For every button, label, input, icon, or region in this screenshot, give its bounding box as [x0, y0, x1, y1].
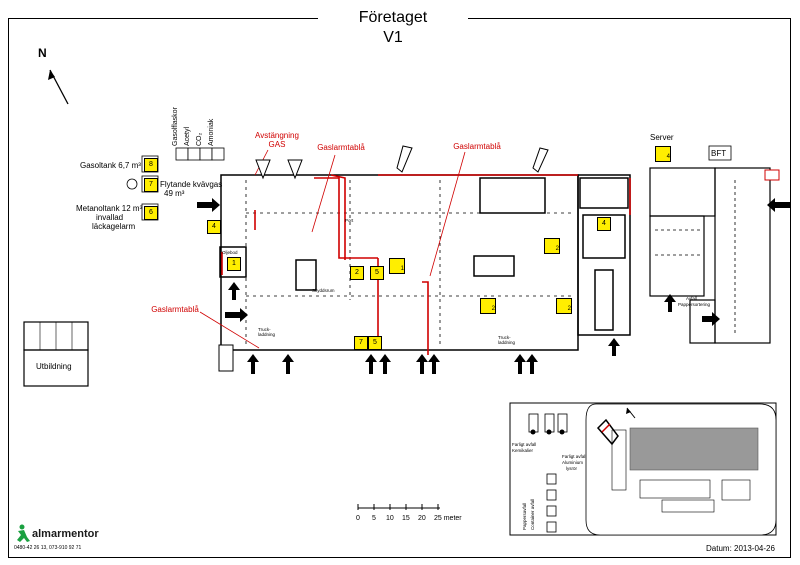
bft-box: [708, 145, 732, 161]
legend-col-label: CO₂: [196, 132, 203, 146]
key-box-icon: [764, 169, 780, 181]
brand-phone: 0480-42 26 13, 073-910 92 71: [14, 545, 82, 551]
main-building: [219, 174, 631, 351]
warning-marker-icon: 5: [370, 266, 384, 280]
north-label: N: [38, 46, 47, 60]
scale-tick: 15: [402, 515, 410, 522]
scale-tick: 0: [356, 515, 360, 522]
legend-metanol-2: invallad: [96, 213, 124, 222]
warning-marker-icon: 8: [144, 158, 158, 172]
inset-label: Kemikalier: [512, 448, 534, 453]
legend-col-label: Gasolflaskor: [172, 107, 179, 146]
scale-tick: 25 meter: [434, 515, 462, 522]
inset-label: Pappersavfall: [522, 502, 527, 530]
scale-tick: 10: [386, 515, 394, 522]
bft-label: BFT: [711, 149, 727, 158]
inset-label: Farligt avfall: [512, 442, 537, 447]
brand-name: almarmentor: [32, 528, 99, 540]
page-subtitle: V1: [383, 29, 403, 46]
port-label: Port: [345, 218, 354, 223]
shelter-marker-icon: 2: [556, 298, 572, 314]
avfall-label: Avfall: [686, 296, 697, 301]
utbildning-label: Utbildning: [36, 362, 72, 371]
avstangning-label-1: Avstängning: [255, 131, 299, 140]
inset-label: Container avfall: [530, 498, 535, 530]
warning-marker-icon: 1: [227, 257, 241, 271]
skyddsrum-label: Skyddsrum: [312, 288, 335, 293]
inset-building-shaded: [629, 427, 759, 471]
warning-marker-icon: 6: [144, 206, 158, 220]
legend-metanol-1: Metanoltank 12 m³: [76, 204, 143, 213]
inset-label: Aluminium: [562, 460, 584, 465]
scale-bar: [357, 504, 440, 510]
annotation-pointers: [199, 149, 466, 349]
legend-flytande-1: Flytande kvävgas: [160, 180, 223, 189]
warning-marker-icon: 7: [354, 336, 368, 350]
entry-arrows: [255, 145, 549, 180]
truck-label: Truck-laddning: [258, 327, 276, 337]
gaslarm-label: Gaslarmtablå: [453, 142, 501, 151]
server-label: Server: [650, 133, 674, 142]
legend-col-label: Amoniak: [208, 118, 215, 146]
shelter-marker-icon: 1: [389, 258, 405, 274]
alarm-wiring: [221, 174, 631, 355]
brand-logo-icon: [17, 524, 30, 542]
gaslarm-label: Gaslarmtablå: [151, 305, 199, 314]
warning-marker-icon: 5: [368, 336, 382, 350]
avstangning-label-2: GAS: [268, 140, 286, 149]
scale-tick: 5: [372, 515, 376, 522]
inset-label: Farligt avfall: [562, 454, 587, 459]
date-label: Datum: 2013-04-26: [706, 544, 775, 553]
pappersortering-label: Pappersortering: [678, 302, 711, 307]
annex-building: [649, 167, 771, 344]
legend-gasoltank: Gasoltank 6,7 m³: [80, 161, 141, 170]
oljebod-label: Oljebod: [222, 250, 238, 255]
shelter-marker-icon: 4: [655, 146, 671, 162]
warning-marker-icon: 4: [597, 217, 611, 231]
warning-marker-icon: 4: [207, 220, 221, 234]
north-arrow-head-icon: [48, 70, 55, 80]
truck-label: Truck-laddning: [498, 335, 516, 345]
legend-metanol-3: läckagelarm: [92, 222, 136, 231]
shelter-marker-icon: 2: [544, 238, 560, 254]
shelter-marker-icon: 2: [480, 298, 496, 314]
title-block: Företaget V1: [318, 8, 468, 56]
warning-marker-icon: 7: [144, 178, 158, 192]
gas-tank-icon: [126, 178, 138, 190]
legend-col-label: Acetyl: [184, 126, 191, 146]
inset-label: lysrör: [566, 466, 577, 471]
page-title: Företaget: [358, 9, 428, 26]
gaslarm-label: Gaslarmtablå: [317, 143, 365, 152]
inset-map: [509, 402, 777, 536]
legend-flytande-2: 49 m³: [164, 189, 185, 198]
warning-marker-icon: 2: [350, 266, 364, 280]
scale-tick: 20: [418, 515, 426, 522]
exit-arrows: [197, 198, 790, 374]
